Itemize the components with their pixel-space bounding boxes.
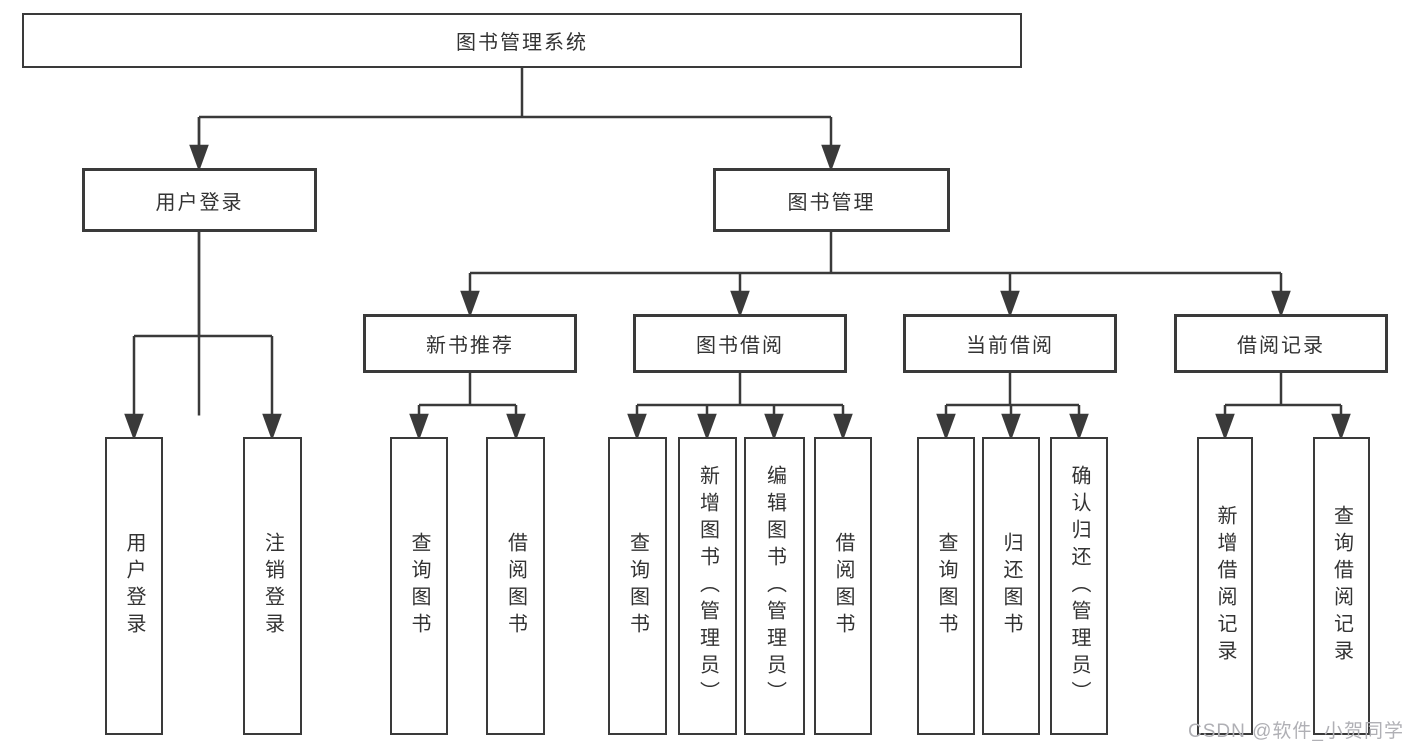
leaf-logout: 注销登录 — [243, 437, 302, 735]
leaf-label: 注销登录 — [261, 532, 284, 640]
arrowhead — [627, 413, 647, 441]
leaf-user-login: 用户登录 — [105, 437, 163, 735]
arrowhead — [764, 413, 784, 441]
arrowhead — [409, 413, 429, 441]
edge-book-borrow — [635, 373, 845, 415]
leaf-add-books-admin: 新增图书（管理员） — [678, 437, 737, 735]
leaf-query-books-1: 查询图书 — [390, 437, 448, 735]
node-book-management: 图书管理 — [713, 168, 950, 232]
csdn-watermark: CSDN @软件_小贺同学 — [1188, 721, 1404, 742]
arrowhead — [821, 144, 841, 172]
leaf-edit-books-admin: 编辑图书（管理员） — [744, 437, 805, 735]
arrowhead — [833, 413, 853, 441]
edge-new-book-rec — [417, 373, 518, 415]
arrowhead — [1000, 290, 1020, 318]
edge-borrow-records — [1223, 373, 1343, 415]
leaf-borrow-books-2: 借阅图书 — [814, 437, 872, 735]
leaf-add-borrow-record: 新增借阅记录 — [1197, 437, 1253, 735]
leaf-borrow-books-1: 借阅图书 — [486, 437, 545, 735]
edge-user-login — [132, 232, 274, 415]
leaf-label: 查询图书 — [408, 532, 430, 640]
node-root: 图书管理系统 — [22, 13, 1022, 68]
leaf-label: 编辑图书（管理员） — [763, 464, 786, 708]
leaf-label: 借阅图书 — [504, 532, 527, 640]
leaf-query-books-2: 查询图书 — [608, 437, 667, 735]
edge-root-stem — [197, 68, 833, 416]
leaf-query-borrow-record: 查询借阅记录 — [1313, 437, 1370, 735]
node-borrowing-records: 借阅记录 — [1174, 314, 1388, 373]
arrowhead — [124, 413, 144, 441]
arrowhead — [1331, 413, 1351, 441]
node-user-login: 用户登录 — [82, 168, 317, 232]
edge-current-borrow — [944, 373, 1081, 415]
leaf-label: 新增借阅记录 — [1214, 505, 1236, 667]
node-book-borrowing: 图书借阅 — [633, 314, 847, 373]
arrowhead — [1271, 290, 1291, 318]
leaf-label: 借阅图书 — [832, 532, 854, 640]
arrowhead — [262, 413, 282, 441]
leaf-label: 确认归还（管理员） — [1068, 464, 1090, 708]
leaf-confirm-return-admin: 确认归还（管理员） — [1050, 437, 1108, 735]
arrowhead — [697, 413, 717, 441]
leaf-label: 查询图书 — [626, 532, 649, 640]
arrowhead — [189, 144, 209, 172]
arrowhead — [506, 413, 526, 441]
leaf-query-books-3: 查询图书 — [917, 437, 975, 735]
leaf-label: 查询借阅记录 — [1330, 505, 1353, 667]
leaf-label: 用户登录 — [123, 532, 145, 640]
leaf-return-books: 归还图书 — [982, 437, 1040, 735]
arrowhead — [460, 290, 480, 318]
leaf-label: 查询图书 — [935, 532, 957, 640]
edge-book-mgmt — [468, 232, 1283, 292]
arrowhead — [1069, 413, 1089, 441]
arrowhead — [730, 290, 750, 318]
leaf-label: 新增图书（管理员） — [696, 464, 719, 708]
arrowhead — [936, 413, 956, 441]
node-new-book-recommend: 新书推荐 — [363, 314, 577, 373]
node-current-borrowing: 当前借阅 — [903, 314, 1117, 373]
leaf-label: 归还图书 — [1000, 532, 1022, 640]
arrowhead — [1001, 413, 1021, 441]
arrowhead — [1215, 413, 1235, 441]
